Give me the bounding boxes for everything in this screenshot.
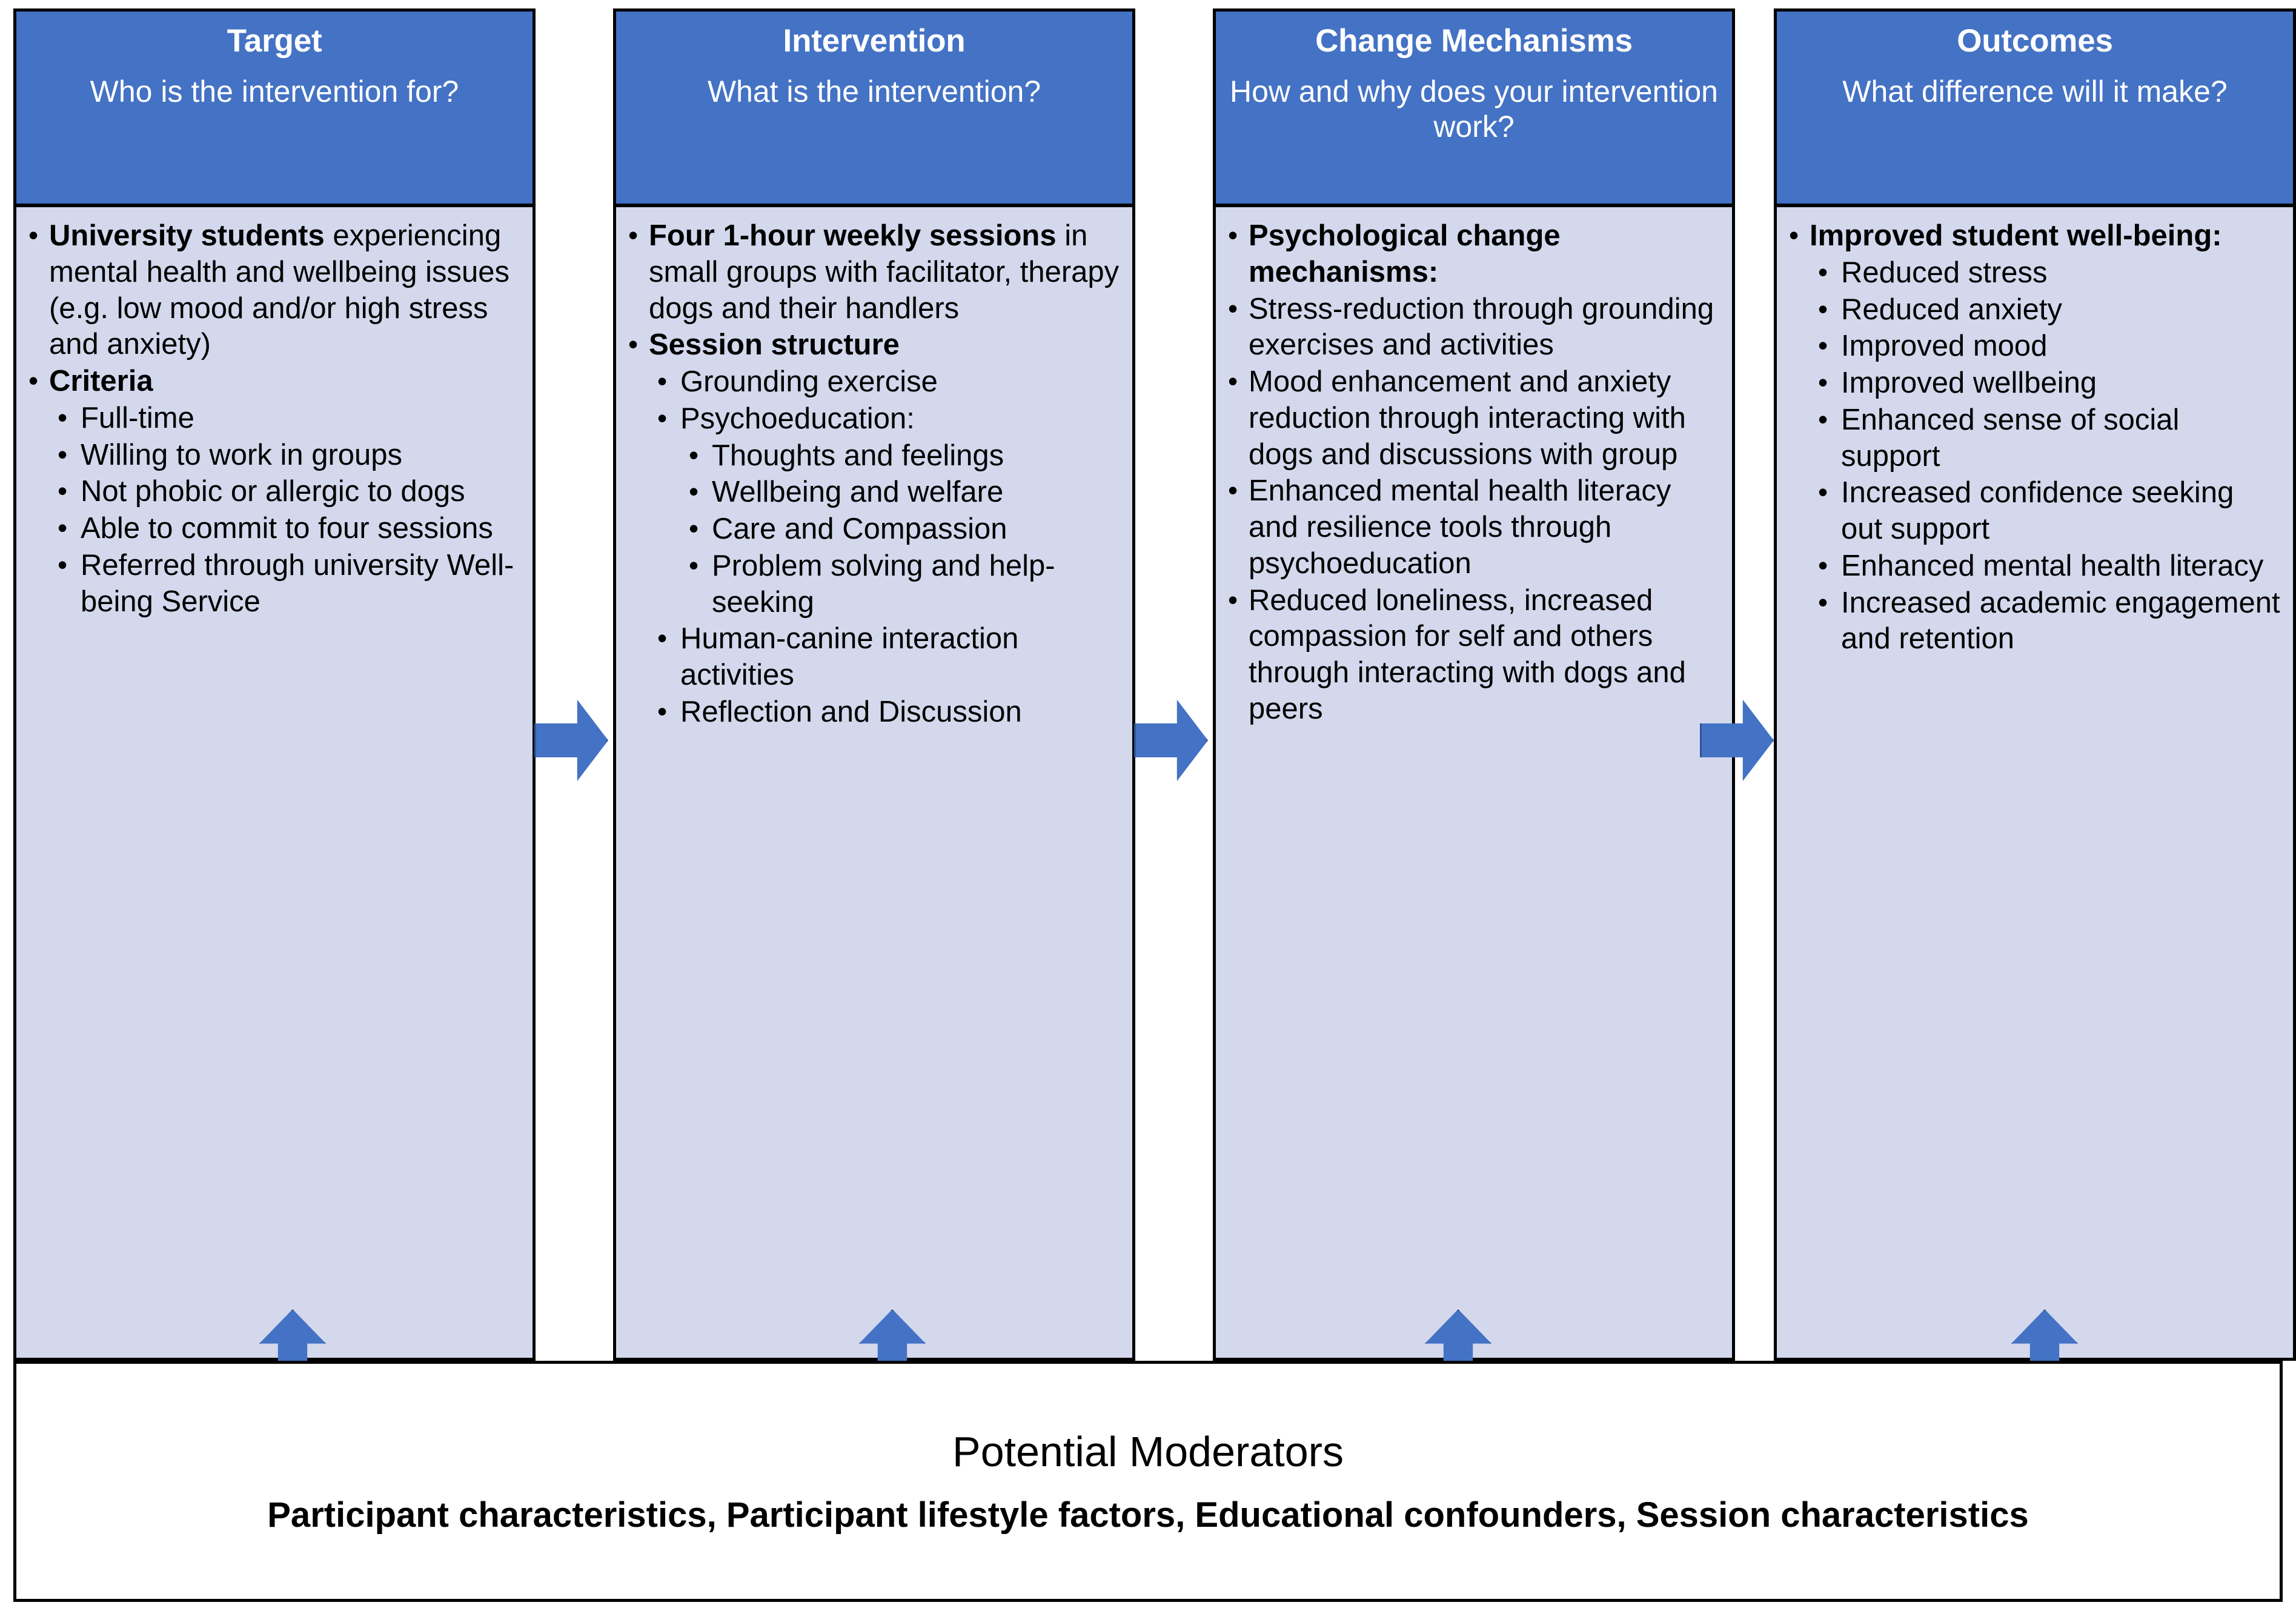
column-intervention-list: Four 1-hour weekly sessions in small gro… <box>622 218 1123 731</box>
list-item-text: Problem solving and help-seeking <box>712 549 1055 619</box>
column-outcomes: Outcomes What difference will it make? I… <box>1774 8 2296 1361</box>
column-target-body: University students experiencing mental … <box>13 207 536 1361</box>
column-change-mechanisms-header: Change Mechanisms How and why does your … <box>1213 8 1735 207</box>
list-item-text: Reduced stress <box>1841 256 2048 289</box>
list-item-text: Enhanced mental health literacy and resi… <box>1249 474 1671 580</box>
column-intervention-body: Four 1-hour weekly sessions in small gro… <box>613 207 1135 1361</box>
list-item-text: Enhanced sense of social support <box>1841 403 2180 473</box>
column-intervention-header: Intervention What is the intervention? <box>613 8 1135 207</box>
column-change-mechanisms-list: Psychological change mechanisms:Stress-r… <box>1222 218 1722 728</box>
list-item: Human-canine interaction activities <box>622 621 1123 694</box>
list-item-text: Increased academic engagement and retent… <box>1841 586 2280 656</box>
list-item-text: Psychoeducation: <box>680 402 915 435</box>
list-item: Psychological change mechanisms: <box>1222 218 1722 291</box>
column-change-mechanisms: Change Mechanisms How and why does your … <box>1213 8 1735 1361</box>
list-item-text: Stress-reduction through grounding exerc… <box>1249 292 1714 362</box>
list-item: Not phobic or allergic to dogs <box>22 474 523 510</box>
column-intervention: Intervention What is the intervention? F… <box>613 8 1135 1361</box>
column-change-mechanisms-body: Psychological change mechanisms:Stress-r… <box>1213 207 1735 1361</box>
list-item: Session structure <box>622 327 1123 364</box>
list-item: Psychoeducation: <box>622 401 1123 437</box>
list-item-text: Improved mood <box>1841 330 2048 363</box>
arrow-right-icon-target-to-intervention <box>534 699 608 782</box>
list-item-text: Reduced anxiety <box>1841 293 2063 326</box>
list-item: Improved wellbeing <box>1783 365 2283 402</box>
list-item-text: Able to commit to four sessions <box>81 512 493 545</box>
list-item-text: Criteria <box>49 364 523 400</box>
column-outcomes-header: Outcomes What difference will it make? <box>1774 8 2296 207</box>
list-item-text: Grounding exercise <box>680 365 938 399</box>
list-item-text: Care and Compassion <box>712 513 1007 546</box>
list-item-text: Human-canine interaction activities <box>680 622 1019 692</box>
list-item: Willing to work in groups <box>22 437 523 474</box>
list-item: Full-time <box>22 400 523 437</box>
list-item: Enhanced sense of social support <box>1783 402 2283 475</box>
list-item-text: Full-time <box>81 401 194 434</box>
list-item-text: Mood enhancement and anxiety reduction t… <box>1249 365 1686 471</box>
list-item: University students experiencing mental … <box>22 218 523 363</box>
list-item-text: Session structure <box>649 327 1123 364</box>
list-item: Criteria <box>22 364 523 400</box>
column-target-title: Target <box>227 23 322 59</box>
list-item-text: Improved wellbeing <box>1841 367 2097 400</box>
list-item-text: University students experiencing mental … <box>49 219 509 361</box>
column-target-subtitle: Who is the intervention for? <box>90 74 459 108</box>
list-item-emphasis: Improved student well-being: <box>1810 219 2222 252</box>
list-item: Mood enhancement and anxiety reduction t… <box>1222 364 1722 473</box>
list-item-text: Thoughts and feelings <box>712 439 1004 472</box>
list-item-text: Willing to work in groups <box>81 438 403 471</box>
potential-moderators-subtitle: Participant characteristics, Participant… <box>267 1495 2029 1535</box>
list-item-text: Wellbeing and welfare <box>712 476 1004 509</box>
column-outcomes-title: Outcomes <box>1957 23 2113 59</box>
potential-moderators-title: Potential Moderators <box>952 1427 1344 1475</box>
list-item: Problem solving and help-seeking <box>622 548 1123 621</box>
list-item-text: Not phobic or allergic to dogs <box>81 475 465 508</box>
list-item-text: Enhanced mental health literacy <box>1841 549 2264 582</box>
column-target: Target Who is the intervention for? Univ… <box>13 8 536 1361</box>
list-item-text: Reduced loneliness, increased compassion… <box>1249 583 1686 725</box>
column-target-header: Target Who is the intervention for? <box>13 8 536 207</box>
column-intervention-subtitle: What is the intervention? <box>707 74 1041 108</box>
list-item-text: Increased confidence seeking out support <box>1841 476 2234 546</box>
list-item: Improved student well-being: <box>1783 218 2283 254</box>
list-item-text: Referred through university Well-being S… <box>81 548 514 618</box>
list-item-emphasis: Criteria <box>49 365 153 398</box>
list-item-text: Reflection and Discussion <box>680 695 1022 728</box>
column-target-list: University students experiencing mental … <box>22 218 523 620</box>
list-item: Able to commit to four sessions <box>22 511 523 547</box>
list-item: Wellbeing and welfare <box>622 474 1123 511</box>
list-item-emphasis: Session structure <box>649 328 900 362</box>
list-item: Thoughts and feelings <box>622 438 1123 474</box>
column-outcomes-subtitle: What difference will it make? <box>1842 74 2228 108</box>
list-item-text: Psychological change mechanisms: <box>1249 218 1722 291</box>
arrow-right-icon-intervention-to-mechanisms <box>1134 699 1208 782</box>
list-item: Reduced stress <box>1783 255 2283 291</box>
list-item-emphasis: Four 1-hour weekly sessions <box>649 219 1057 252</box>
column-change-mechanisms-title: Change Mechanisms <box>1315 23 1633 59</box>
list-item: Reduced anxiety <box>1783 292 2283 328</box>
column-change-mechanisms-subtitle: How and why does your intervention work? <box>1229 74 1718 144</box>
list-item: Stress-reduction through grounding exerc… <box>1222 291 1722 364</box>
potential-moderators-panel: Potential Moderators Participant charact… <box>13 1361 2283 1602</box>
list-item: Enhanced mental health literacy and resi… <box>1222 473 1722 582</box>
list-item: Enhanced mental health literacy <box>1783 548 2283 585</box>
list-item: Increased academic engagement and retent… <box>1783 585 2283 658</box>
list-item-emphasis: University students <box>49 219 325 252</box>
list-item: Improved mood <box>1783 328 2283 365</box>
list-item-text: Improved student well-being: <box>1810 218 2283 254</box>
column-outcomes-body: Improved student well-being: Reduced stre… <box>1774 207 2296 1361</box>
column-intervention-title: Intervention <box>783 23 966 59</box>
list-item-text: Four 1-hour weekly sessions in small gro… <box>649 219 1120 325</box>
list-item: Referred through university Well-being S… <box>22 548 523 620</box>
list-item: Care and Compassion <box>622 511 1123 548</box>
list-item: Reflection and Discussion <box>622 694 1123 731</box>
list-item: Reduced loneliness, increased compassion… <box>1222 583 1722 728</box>
list-item: Increased confidence seeking out support <box>1783 475 2283 548</box>
column-outcomes-list: Improved student well-being: Reduced stre… <box>1783 218 2283 657</box>
list-item-emphasis: Psychological change mechanisms: <box>1249 219 1561 288</box>
list-item: Grounding exercise <box>622 364 1123 400</box>
list-item: Four 1-hour weekly sessions in small gro… <box>622 218 1123 327</box>
